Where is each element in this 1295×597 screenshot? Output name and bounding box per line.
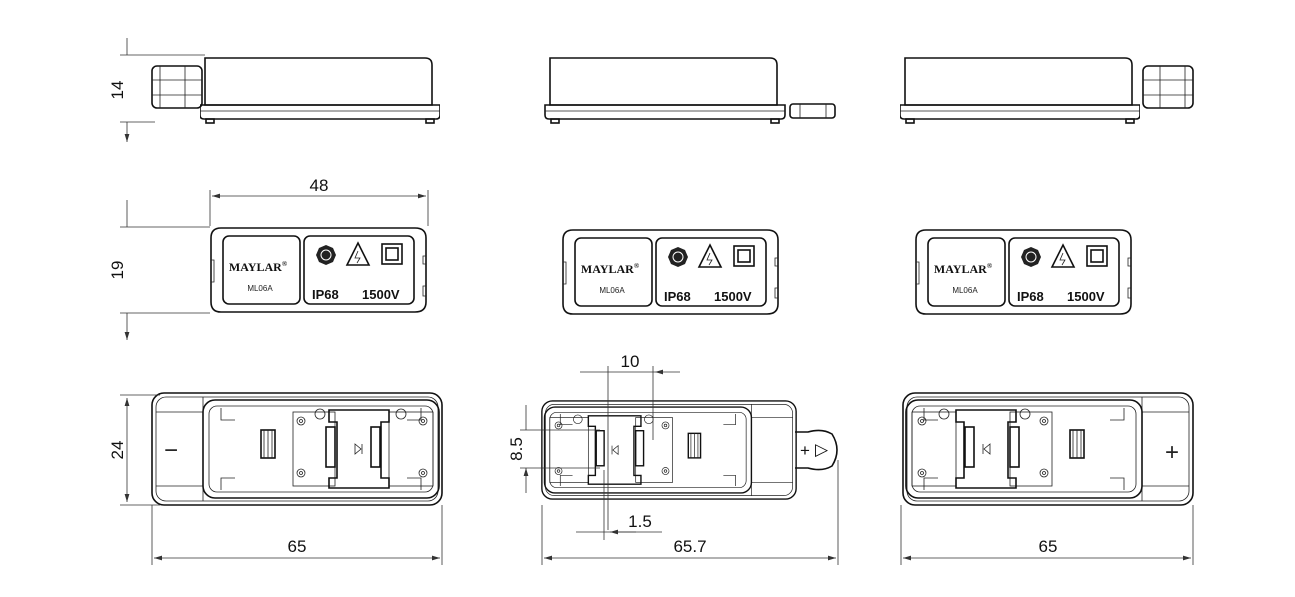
bottom-view-right: +	[902, 392, 1194, 506]
svg-text:65.7: 65.7	[673, 537, 706, 556]
svg-text:ML06A: ML06A	[952, 286, 978, 295]
bottom-view-middle: + ▷	[541, 400, 838, 500]
svg-text:IP68: IP68	[312, 287, 339, 302]
dimension-width-label: 48	[209, 176, 429, 226]
svg-text:+: +	[800, 441, 810, 460]
svg-text:IP68: IP68	[664, 289, 691, 304]
svg-text:1500V: 1500V	[362, 287, 400, 302]
dimension-height-label: 19	[108, 200, 210, 340]
side-view-middle	[544, 57, 836, 124]
svg-text:MAYLAR®: MAYLAR®	[229, 260, 288, 274]
bottom-view-left: −	[151, 392, 443, 506]
side-view-left	[151, 57, 440, 124]
dimension-pin-spacing: 10	[580, 352, 680, 530]
svg-text:1500V: 1500V	[714, 289, 752, 304]
svg-text:▷: ▷	[815, 440, 829, 459]
dimension-length-right: 65	[900, 505, 1194, 565]
dimension-height-bottom: 24	[108, 394, 160, 506]
svg-text:65: 65	[288, 537, 307, 556]
svg-text:MAYLAR®: MAYLAR®	[934, 262, 993, 276]
svg-text:48: 48	[310, 176, 329, 195]
dimension-length-middle: 65.7	[541, 460, 839, 565]
svg-text:24: 24	[108, 441, 127, 460]
svg-text:65: 65	[1039, 537, 1058, 556]
label-face-middle: MAYLAR® ML06A IP68 1500V	[562, 229, 779, 315]
svg-text:10: 10	[621, 352, 640, 371]
negative-terminal-mark: −	[164, 437, 178, 464]
svg-text:1500V: 1500V	[1067, 289, 1105, 304]
side-view-right	[900, 57, 1194, 124]
svg-text:ML06A: ML06A	[247, 284, 273, 293]
positive-terminal-mark: +	[1165, 439, 1179, 466]
svg-text:1.5: 1.5	[628, 512, 652, 531]
label-face-left: MAYLAR® ML06A IP68 1500V	[210, 227, 427, 313]
svg-text:14: 14	[108, 81, 127, 100]
svg-text:MAYLAR®: MAYLAR®	[581, 262, 640, 276]
svg-text:19: 19	[108, 261, 127, 280]
svg-text:ML06A: ML06A	[599, 286, 625, 295]
svg-text:IP68: IP68	[1017, 289, 1044, 304]
dimension-pin-width: 1.5	[576, 470, 662, 540]
dimension-length-left: 65	[151, 505, 443, 565]
dimension-height-side: 14	[108, 38, 205, 142]
label-face-right: MAYLAR® ML06A IP68 1500V	[915, 229, 1132, 315]
dimension-pin-height: 8.5	[507, 405, 600, 493]
svg-text:8.5: 8.5	[507, 437, 526, 461]
